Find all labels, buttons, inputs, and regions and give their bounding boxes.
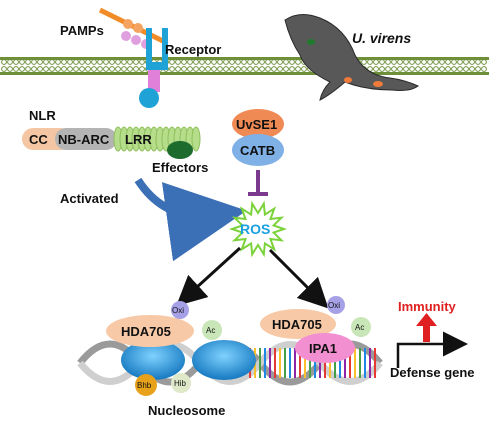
immunity-up-arrow <box>416 313 437 342</box>
ac-right-label: Ac <box>355 323 364 332</box>
hda705-right <box>260 309 336 339</box>
cell-membrane <box>0 57 489 75</box>
ros-label: ROS <box>240 221 270 237</box>
ros-to-right-arrow <box>268 248 329 309</box>
ros-to-left-arrow <box>176 246 242 307</box>
effector-blob <box>167 141 193 159</box>
hib-label: Hib <box>174 379 187 388</box>
u-virens-pathogen <box>284 14 419 101</box>
ipa1-label: IPA1 <box>309 341 337 356</box>
ros-burst <box>228 200 288 258</box>
activated-arrow <box>134 177 247 262</box>
cc-label: CC <box>29 132 48 147</box>
oxi-left <box>171 301 189 319</box>
oxi-right-label: Oxi <box>328 301 340 310</box>
hda705-left-label: HDA705 <box>121 324 171 339</box>
nucleosome-middle <box>192 340 256 380</box>
nucleosome-left <box>121 340 185 380</box>
u-virens-label: U. virens <box>352 30 411 46</box>
receptor <box>139 28 168 108</box>
ac-left-label: Ac <box>206 326 215 335</box>
bhb-mark <box>135 374 157 396</box>
inhibition-bar <box>248 170 268 196</box>
hda705-right-label: HDA705 <box>272 317 322 332</box>
uvse1-catb-complex <box>232 109 284 166</box>
ac-left <box>202 320 222 340</box>
uvse1-label: UvSE1 <box>236 117 277 132</box>
defense-gene-label: Defense gene <box>390 365 475 380</box>
nlr-label: NLR <box>29 108 56 123</box>
lrr-label: LRR <box>125 132 152 147</box>
nlr-protein <box>22 126 201 159</box>
receptor-label: Receptor <box>165 42 221 57</box>
hda705-left <box>106 315 194 347</box>
oxi-left-label: Oxi <box>172 306 184 315</box>
effectors-label: Effectors <box>152 160 208 175</box>
activated-label: Activated <box>60 191 119 206</box>
defense-gene-arrow <box>396 331 468 368</box>
bhb-label: Bhb <box>137 381 152 390</box>
catb-label: CATB <box>240 143 275 158</box>
immunity-label: Immunity <box>398 299 457 314</box>
nucleosome-label: Nucleosome <box>148 403 225 418</box>
pamps-chain <box>98 7 167 49</box>
ac-right <box>351 317 371 337</box>
ipa1-protein <box>295 333 355 363</box>
oxi-right <box>327 296 345 314</box>
nbarc-label: NB-ARC <box>58 132 110 147</box>
hib-mark <box>171 373 191 393</box>
pamps-label: PAMPs <box>60 23 104 38</box>
